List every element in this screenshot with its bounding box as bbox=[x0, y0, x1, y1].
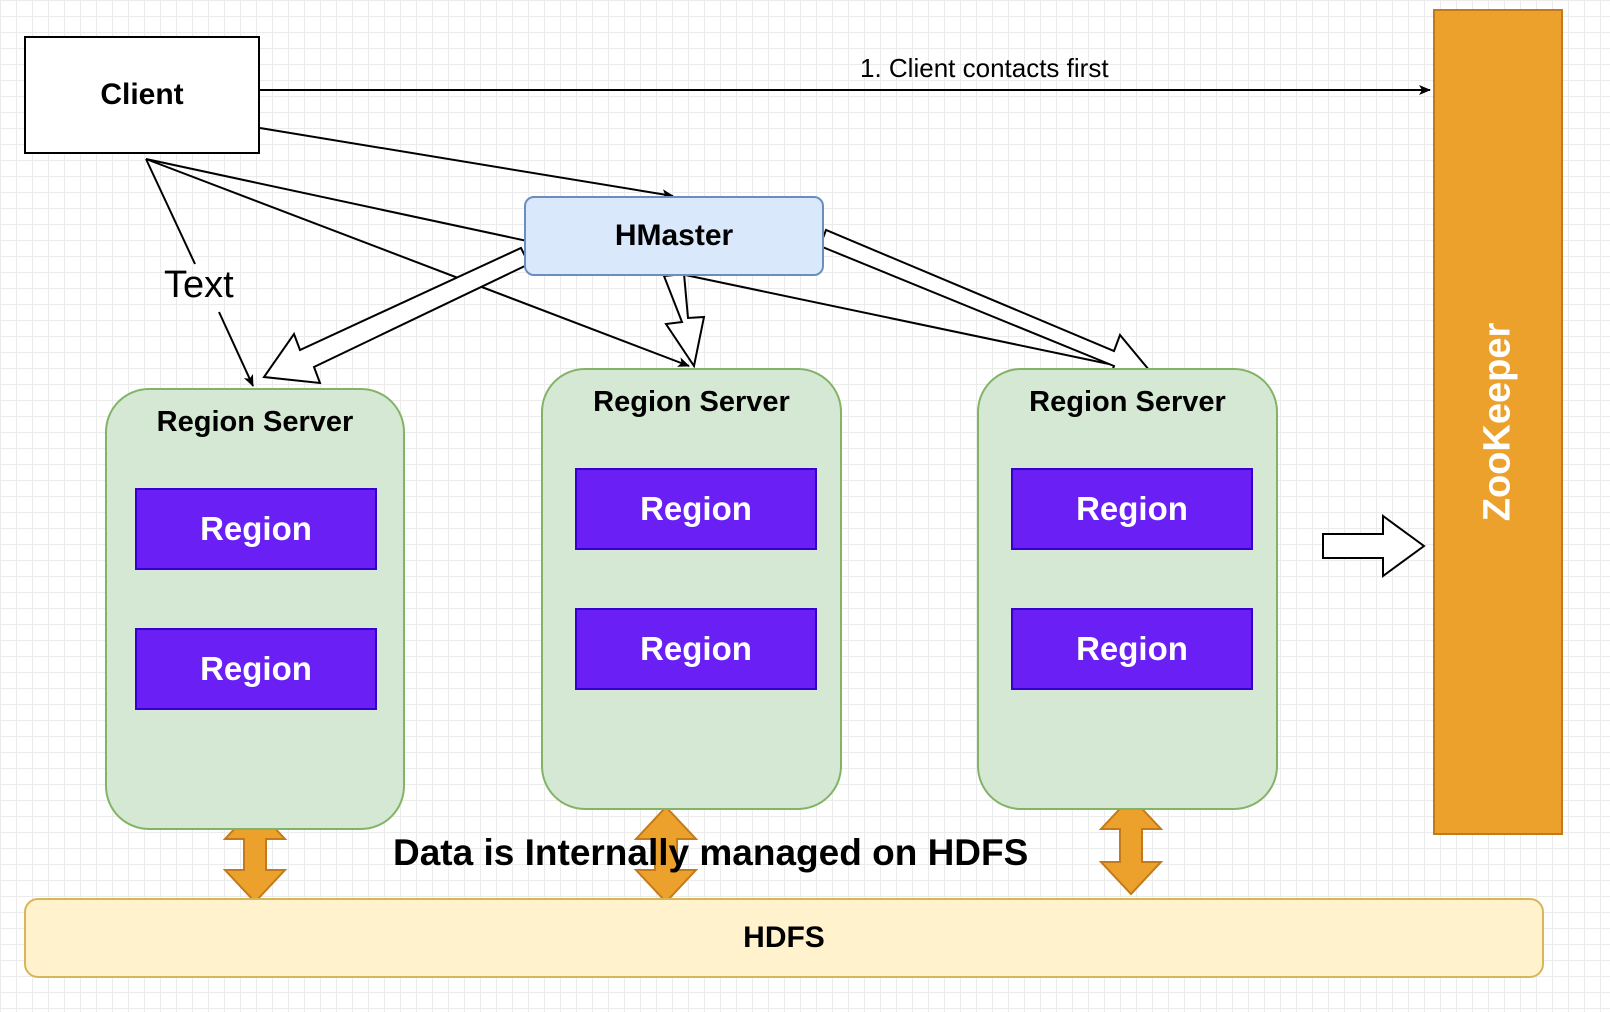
client-node[interactable]: Client bbox=[24, 36, 260, 154]
hmaster-label: HMaster bbox=[614, 219, 734, 252]
client-contacts-first-label: 1. Client contacts first bbox=[860, 53, 1109, 83]
hmaster-to-region-server-2-arrow bbox=[662, 272, 706, 369]
region-server-1-region-2[interactable]: Region bbox=[135, 628, 377, 710]
region-server-to-zookeeper-arrow bbox=[1322, 514, 1426, 578]
region-label: Region bbox=[640, 630, 752, 667]
client-to-region-server-1-arrow bbox=[218, 311, 254, 387]
region-server-2-region-1[interactable]: Region bbox=[575, 468, 817, 550]
client-to-region-server-2-arrow bbox=[145, 158, 690, 367]
region-server-3-region-2[interactable]: Region bbox=[1011, 608, 1253, 690]
region-server-1-region-1[interactable]: Region bbox=[135, 488, 377, 570]
region-label: Region bbox=[1076, 490, 1188, 527]
region-server-3-title: Region Server bbox=[1029, 386, 1226, 418]
client-to-region-server-1-line bbox=[145, 158, 196, 265]
region-label: Region bbox=[640, 490, 752, 527]
zookeeper-label: ZooKeeper bbox=[1476, 322, 1519, 522]
region-server-3[interactable]: Region Server Region Region bbox=[977, 368, 1278, 810]
hmaster-node[interactable]: HMaster bbox=[524, 196, 824, 276]
hmaster-to-region-server-3-arrow bbox=[818, 228, 1156, 384]
region-server-2[interactable]: Region Server Region Region bbox=[541, 368, 842, 810]
client-to-hmaster-arrow bbox=[259, 127, 674, 200]
region-server-2-title: Region Server bbox=[593, 386, 790, 418]
hmaster-to-region-server-1-arrow bbox=[262, 246, 531, 385]
region-label: Region bbox=[200, 510, 312, 547]
zookeeper-node[interactable]: ZooKeeper bbox=[1433, 9, 1563, 835]
hdfs-node[interactable]: HDFS bbox=[24, 898, 1544, 978]
region-server-1[interactable]: Region Server Region Region bbox=[105, 388, 405, 830]
client-to-region-server-3-arrow bbox=[145, 158, 1129, 371]
region-server-3-region-1[interactable]: Region bbox=[1011, 468, 1253, 550]
hdfs-caption: Data is Internally managed on HDFS bbox=[393, 832, 1029, 873]
region-server-2-region-2[interactable]: Region bbox=[575, 608, 817, 690]
region-label: Region bbox=[200, 650, 312, 687]
region-server-1-title: Region Server bbox=[156, 406, 354, 438]
client-text-edge-label: Text bbox=[164, 264, 234, 306]
region-label: Region bbox=[1076, 630, 1188, 667]
hdfs-label: HDFS bbox=[743, 921, 825, 954]
region-server-3-hdfs-arrow bbox=[1098, 795, 1164, 896]
client-label: Client bbox=[100, 78, 184, 111]
